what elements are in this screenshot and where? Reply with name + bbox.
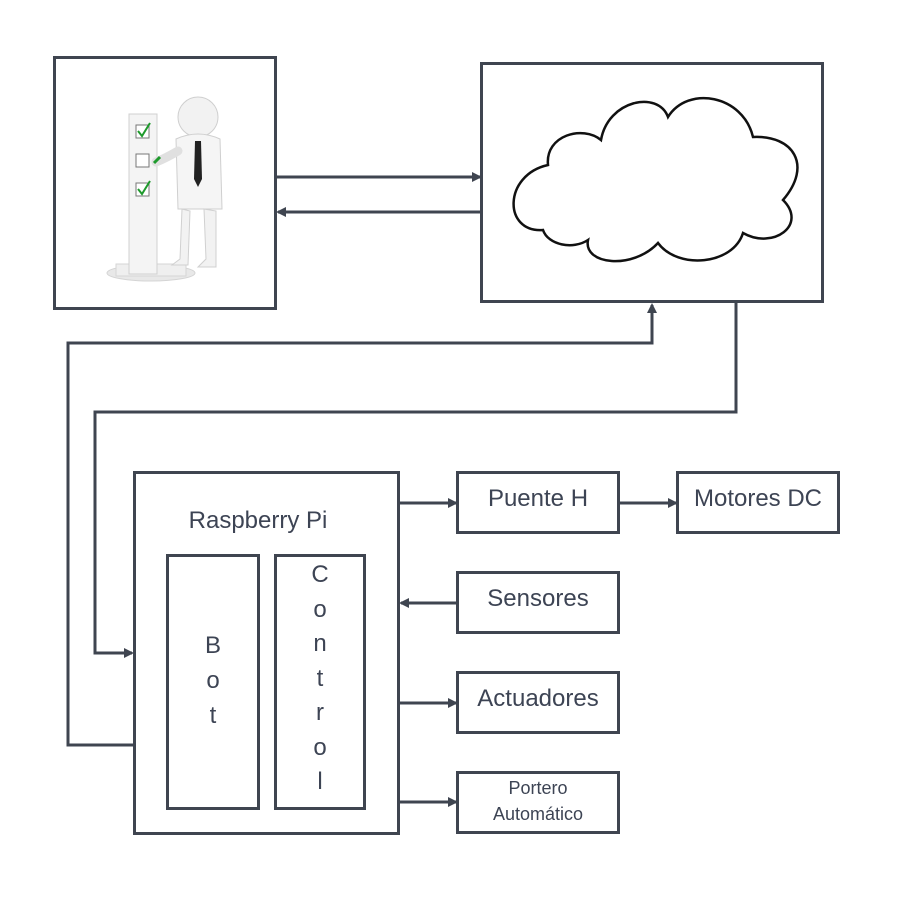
- puente-h-box: [456, 471, 620, 534]
- sensores-label: Sensores: [487, 585, 589, 612]
- bot-box: [166, 554, 260, 810]
- control-label: C o n t r o l: [311, 561, 329, 795]
- actuadores-box: [456, 671, 620, 734]
- puente-h-label: Puente H: [487, 485, 589, 512]
- arrow-cloud-to-raspberry: [93, 303, 738, 658]
- bot-label: B o t: [204, 632, 221, 729]
- raspberry-pi-title: Raspberry Pi: [188, 507, 328, 534]
- cloud-icon: [512, 96, 799, 263]
- user-box: [53, 56, 277, 310]
- sensores-box: [456, 571, 620, 634]
- arrow-raspberry-to-cloud: [66, 303, 657, 747]
- portero-automatico-box: [456, 771, 620, 834]
- motores-dc-box: [676, 471, 840, 534]
- actuadores-label: Actuadores: [477, 685, 599, 712]
- user-checklist-icon: [106, 96, 223, 282]
- portero-automatico-label: Portero Automático: [492, 778, 584, 824]
- control-box: [274, 554, 366, 810]
- cloud-box: [480, 62, 824, 303]
- motores-dc-label: Motores DC: [693, 485, 823, 512]
